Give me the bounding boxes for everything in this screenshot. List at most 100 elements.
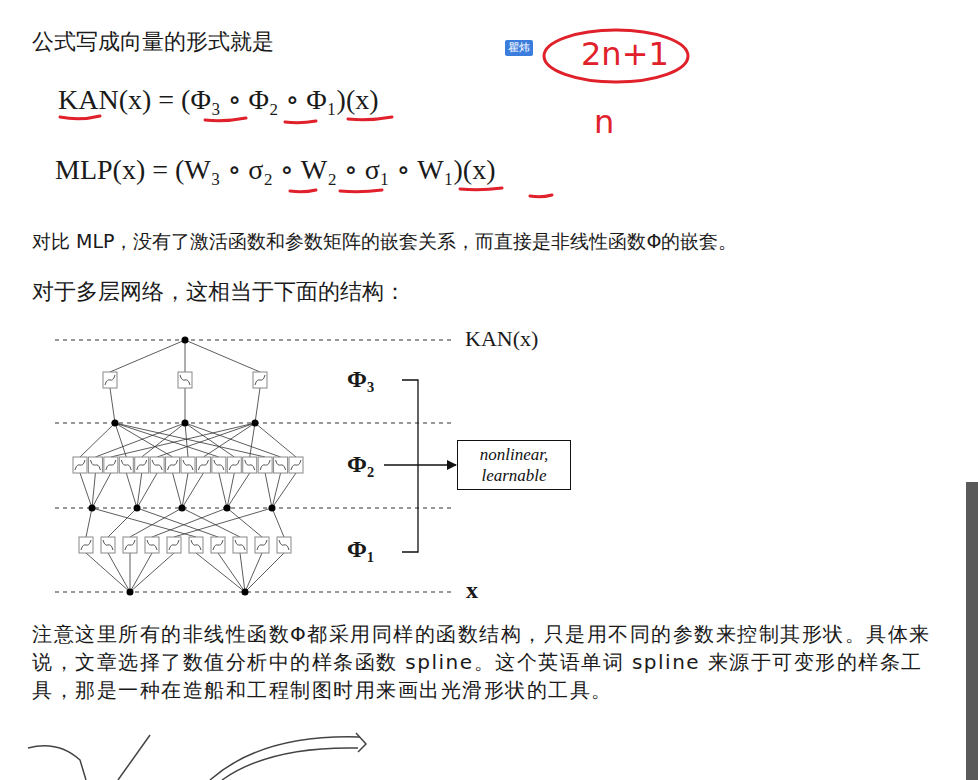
wire	[130, 553, 174, 592]
activation-curve	[81, 540, 91, 550]
body-text: 对比 MLP，没有了激活函数和参数矩阵的嵌套关系，而直接是非线性函数Φ的嵌套。	[32, 230, 737, 253]
activation-curve	[276, 460, 286, 470]
activation-curve	[103, 540, 113, 550]
wire	[185, 340, 186, 372]
body-paragraph: 注意这里所有的非线性函数Φ都采用同样的函数结构，只是用不同的参数来控制其形状。具…	[32, 620, 960, 704]
activation-box	[178, 372, 192, 388]
activation-curve	[229, 460, 239, 470]
activation-box	[166, 457, 180, 473]
dashed-line	[55, 339, 455, 340]
activation-box	[145, 537, 159, 553]
wire	[137, 473, 157, 508]
activation-box	[119, 457, 133, 473]
neuron-dot	[224, 505, 231, 512]
wire	[185, 423, 234, 457]
handwritten-note: 2n+1	[581, 37, 669, 72]
wire	[86, 553, 130, 592]
wire	[110, 388, 115, 423]
activation-box	[253, 372, 267, 388]
activation-curve	[90, 460, 100, 470]
activation-box	[212, 457, 226, 473]
activation-box	[181, 457, 195, 473]
formula: KAN(x) = (Φ₃ ∘ Φ₂ ∘ Φ₁)(x)	[58, 83, 379, 117]
underline	[60, 116, 100, 119]
annotation-circle	[544, 30, 688, 82]
activation-box	[167, 537, 181, 553]
formula: MLP(x) = (W₃ ∘ σ₂ ∘ W₂ ∘ σ₁ ∘ W₁)(x)	[55, 153, 496, 187]
activation-box	[79, 537, 93, 553]
neuron-dot	[89, 505, 96, 512]
activation-curve	[191, 540, 201, 550]
wire	[185, 340, 260, 372]
underline	[530, 195, 552, 197]
neuron-dot	[182, 337, 189, 344]
activation-curve	[235, 540, 245, 550]
neuron-dot	[112, 420, 119, 427]
activation-curve	[125, 540, 135, 550]
activation-curve	[245, 460, 255, 470]
activation-curve	[255, 375, 265, 385]
underline	[460, 188, 502, 190]
activation-curve	[75, 460, 85, 470]
activation-curve	[169, 540, 179, 550]
wire	[185, 423, 281, 457]
activation-box	[258, 457, 272, 473]
activation-box	[196, 457, 210, 473]
activation-box	[227, 457, 241, 473]
dashed-line	[55, 591, 455, 592]
activation-curve	[198, 460, 208, 470]
activation-box	[255, 537, 269, 553]
wire	[174, 508, 272, 537]
layer-lines	[55, 340, 455, 592]
underline	[348, 117, 392, 120]
activation-box	[189, 537, 203, 553]
activation-box	[103, 372, 117, 388]
wire	[137, 473, 142, 508]
activation-box	[211, 537, 225, 553]
activation-box	[135, 457, 149, 473]
neuron-dot	[269, 505, 276, 512]
wire	[173, 473, 182, 508]
activation-curve	[213, 540, 223, 550]
neuron-dot	[134, 505, 141, 512]
wire	[250, 423, 255, 457]
activation-curve	[291, 460, 301, 470]
activation-curve	[106, 460, 116, 470]
layer-label: Φ₁	[347, 535, 374, 564]
activation-box	[289, 457, 303, 473]
wire	[255, 388, 260, 423]
leader-arrow	[384, 464, 456, 465]
wire	[245, 553, 284, 592]
wire	[115, 423, 126, 457]
bracket	[402, 380, 418, 552]
body-text: 对于多层网络，这相当于下面的结构：	[32, 279, 406, 305]
wire	[108, 508, 137, 537]
wire	[80, 473, 92, 508]
text-box: nonlinear, learnable	[457, 440, 571, 491]
sketch-line	[210, 737, 360, 780]
activation-curve	[180, 375, 190, 385]
wire	[115, 423, 173, 457]
activation-curve	[257, 540, 267, 550]
wire	[130, 553, 131, 592]
wire	[115, 423, 265, 457]
activation-box	[73, 457, 87, 473]
wire	[92, 473, 111, 508]
activation-box	[104, 457, 118, 473]
wire	[126, 473, 137, 508]
activation-curve	[214, 460, 224, 470]
output-label: KAN(x)	[465, 326, 538, 352]
underline	[290, 190, 316, 192]
neuron-dot	[127, 589, 134, 596]
activation-box	[233, 537, 247, 553]
wire	[157, 423, 255, 457]
bracket	[402, 380, 418, 552]
underline	[285, 121, 316, 123]
sketch-line	[222, 748, 358, 780]
neuron-dot	[252, 420, 259, 427]
activation-curve	[105, 375, 115, 385]
activation-box	[88, 457, 102, 473]
activation-box	[243, 457, 257, 473]
wire	[182, 508, 240, 537]
